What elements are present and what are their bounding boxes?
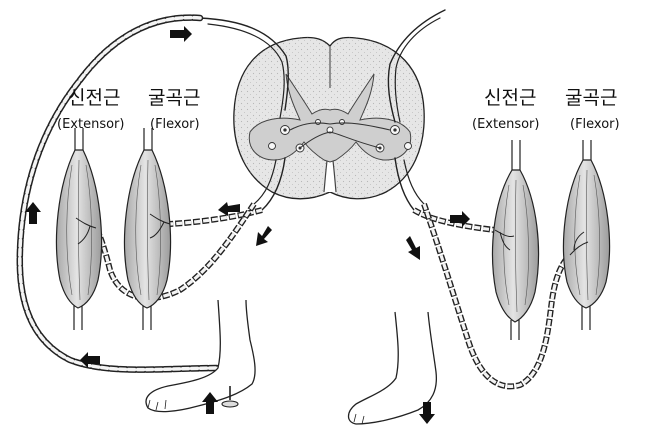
left-flexor-label-kr: 굴곡근 (148, 87, 200, 109)
left-extensor-label-en: (Extensor) (57, 117, 124, 132)
right-flexor-label-en: (Flexor) (570, 117, 620, 132)
afferent-nerve-left (20, 18, 225, 370)
left-flexor-muscle (125, 128, 171, 330)
left-extensor-label-kr: 신전근 (68, 87, 120, 109)
arrow-left-flexor (218, 202, 240, 216)
right-flexor-label-kr: 굴곡근 (565, 87, 617, 109)
arrow-right-top (170, 26, 192, 42)
right-flexor-muscle (564, 140, 610, 330)
spinal-cord (234, 37, 424, 198)
left-foot (146, 300, 255, 412)
arrow-down-right (406, 236, 420, 260)
right-extensor-label-en: (Extensor) (472, 117, 539, 132)
left-flexor-label-en: (Flexor) (150, 117, 200, 132)
right-extensor-muscle (493, 140, 539, 340)
right-extensor-label-kr: 신전근 (484, 87, 536, 109)
left-extensor-muscle (56, 128, 101, 330)
arrow-down-left (256, 226, 272, 246)
